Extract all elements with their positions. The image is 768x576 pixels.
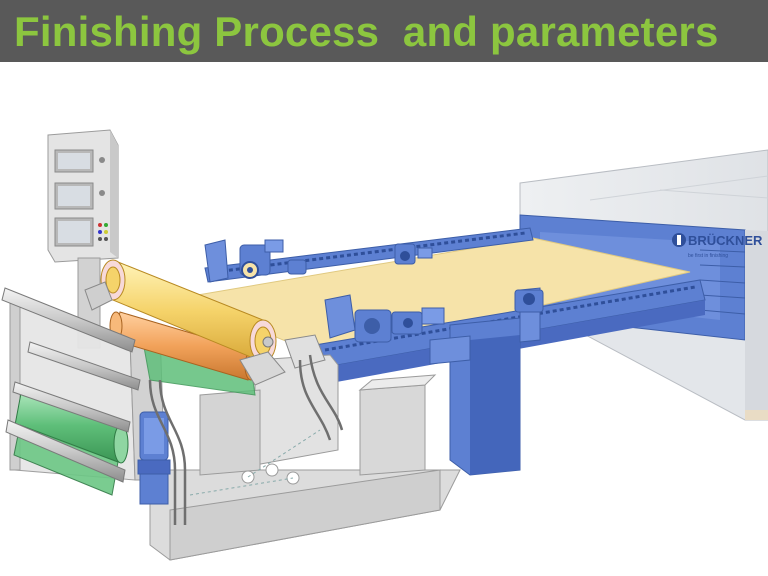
stenter-rails [204,227,706,476]
bruckner-logo: BRÜCKNER be first in finishing [672,233,763,259]
near-side-drive-units [324,289,544,343]
slide-title: Finishing Process and parameters [14,8,719,55]
far-side-drive-units [204,239,433,283]
hydraulic-hoses [148,354,344,525]
guide-bars [1,287,141,483]
drive-motor [137,411,171,505]
roller-bearing-blocks [84,281,326,386]
brand-name: BRÜCKNER [688,233,763,248]
entry-frame-base [149,354,461,561]
title-bar: Finishing Process and parameters [0,0,768,62]
stenter-machine-illustration: BRÜCKNER be first in finishing [1,129,768,561]
brand-tagline: be first in finishing [688,253,728,259]
